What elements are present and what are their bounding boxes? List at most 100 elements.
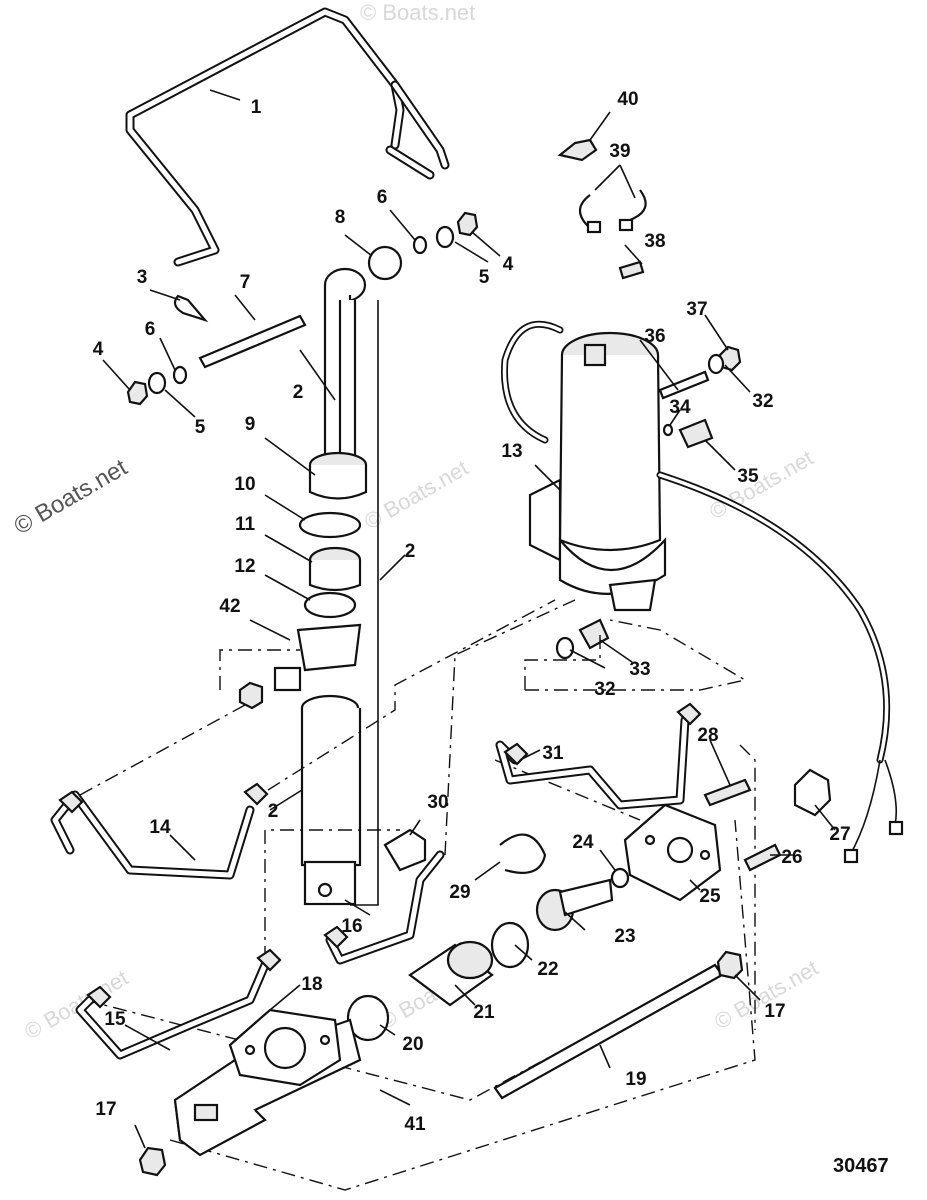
part-5-washer-left [147,371,167,395]
callout-2-cylinder: 2 [268,801,279,822]
callout-labels: 1 2 2 2 3 4 4 5 5 6 6 7 8 9 10 11 12 13 … [93,89,851,1135]
callout-12: 12 [234,556,255,577]
callout-27: 27 [829,824,850,845]
part-39-clips [578,189,647,234]
callout-1: 1 [251,97,262,118]
callout-2-shaft: 2 [293,382,304,403]
part-34-washer [662,423,674,437]
callout-38: 38 [644,231,665,252]
watermark-mid: © Boats.net [360,455,472,534]
callout-31: 31 [542,743,564,764]
part-5-washer-right [435,225,455,249]
callout-40: 40 [617,89,638,110]
part-24-o-ring [610,867,630,889]
motor-wire-harness [656,471,904,864]
part-6-washer-right [412,235,428,255]
callout-21: 21 [473,1002,495,1023]
part-26-screw [743,843,782,872]
callout-33: 33 [629,659,650,680]
part-35-screw [678,418,714,449]
callout-29: 29 [449,882,470,903]
callout-24: 24 [572,832,594,853]
callout-15: 15 [104,1009,126,1030]
part-8-bushing [367,245,403,281]
part-33-bolt [578,618,610,650]
part-27-bracket [793,768,832,817]
part-19-rod [493,963,724,1100]
part-4-nut-right [456,211,479,237]
callout-10: 10 [234,474,255,495]
part-40-fitting [557,138,598,162]
callout-34: 34 [669,397,691,418]
part-1-hose [125,7,450,267]
callout-19: 19 [625,1069,646,1090]
part-12-o-ring [303,591,357,619]
part-6-washer-left [172,365,188,385]
callout-32-lower: 32 [594,679,615,700]
part-42-clamp [238,623,362,710]
part-2-cylinder [300,694,362,906]
part-20-o-ring [346,994,390,1042]
part-10-o-ring [298,511,362,539]
callout-28: 28 [697,725,718,746]
callout-16: 16 [341,916,362,937]
callout-18: 18 [301,974,322,995]
part-4-nut-left [126,380,149,406]
leader-shaft [350,300,379,906]
callout-8: 8 [335,207,346,228]
callout-17-right: 17 [764,1001,785,1022]
callout-9: 9 [245,414,256,435]
callout-42: 42 [219,596,240,617]
callout-6-left: 6 [145,319,156,340]
part-23-valve [535,878,614,932]
part-28-bolt [703,778,752,807]
callout-4-right: 4 [503,254,514,275]
callout-37: 37 [686,299,707,320]
callout-17-left: 17 [95,1099,116,1120]
callout-4-left: 4 [93,339,104,360]
part-32-washer-lower [555,636,575,660]
callout-23: 23 [614,926,635,947]
part-17-nut-right [716,950,744,980]
part-13-pump-motor [501,320,667,612]
callout-2-rod: 2 [405,541,416,562]
part-21-sleeve [408,940,494,1007]
callout-7: 7 [240,272,251,293]
leader-lines [102,89,836,1149]
callout-6-right: 6 [377,187,388,208]
callout-26: 26 [781,847,802,868]
callout-39: 39 [609,141,630,162]
callout-30: 30 [427,792,448,813]
part-25-plate [623,803,722,902]
callout-41: 41 [404,1114,426,1135]
part-9-end-cap [308,451,368,500]
callout-14: 14 [149,817,171,838]
part-22-o-ring [490,921,530,969]
part-2-shaft [323,267,367,472]
part-7-pin [198,314,307,369]
callout-36: 36 [644,326,665,347]
part-36-stud [658,370,710,400]
callout-35: 35 [737,466,759,487]
part-14-tube [50,782,269,880]
callout-3: 3 [137,267,148,288]
part-30-fitting [383,828,427,872]
part-18-mount [228,1008,342,1087]
callout-5-right: 5 [479,267,490,288]
part-15-tube [75,948,282,1060]
part-32-washer-top [707,353,725,375]
callout-20: 20 [402,1034,423,1055]
callout-11: 11 [235,514,256,535]
watermark-left-low: © Boats.net [20,965,132,1044]
watermark-main: © Boats.net [10,454,133,540]
part-38-screw [618,260,645,280]
callout-22: 22 [537,959,558,980]
callout-25: 25 [699,886,721,907]
catalog-number: 30467 [833,1155,889,1177]
callout-13: 13 [501,441,522,462]
part-29-retaining-ring [499,833,547,874]
part-17-nut-left [138,1146,167,1177]
part-16-tube [323,850,445,965]
callout-32-top: 32 [752,391,773,412]
